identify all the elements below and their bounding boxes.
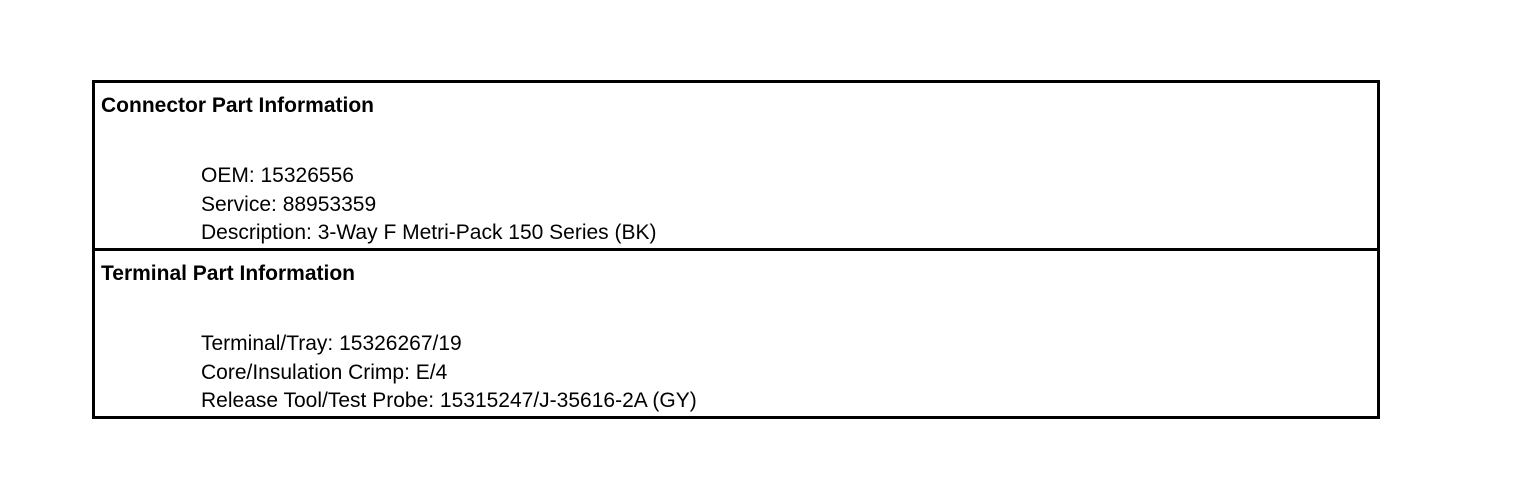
connector-part-section: Connector Part Information OEM: 15326556… — [95, 83, 1377, 251]
part-information-table: Connector Part Information OEM: 15326556… — [92, 80, 1380, 419]
terminal-section-title: Terminal Part Information — [101, 262, 355, 285]
terminal-tray-line: Terminal/Tray: 15326267/19 — [201, 332, 462, 355]
terminal-part-section: Terminal Part Information Terminal/Tray:… — [95, 251, 1377, 416]
terminal-crimp-line: Core/Insulation Crimp: E/4 — [201, 360, 448, 384]
connector-service-line: Service: 88953359 — [201, 192, 377, 216]
terminal-release-tool-line: Release Tool/Test Probe: 15315247/J-3561… — [201, 389, 697, 412]
terminal-detail-list: Terminal/Tray: 15326267/19 Core/Insulati… — [201, 330, 697, 416]
connector-description-line: Description: 3-Way F Metri-Pack 150 Seri… — [201, 221, 657, 244]
connector-section-title: Connector Part Information — [101, 94, 375, 117]
connector-detail-list: OEM: 15326556 Service: 88953359 Descript… — [201, 162, 657, 248]
connector-oem-line: OEM: 15326556 — [201, 164, 354, 187]
